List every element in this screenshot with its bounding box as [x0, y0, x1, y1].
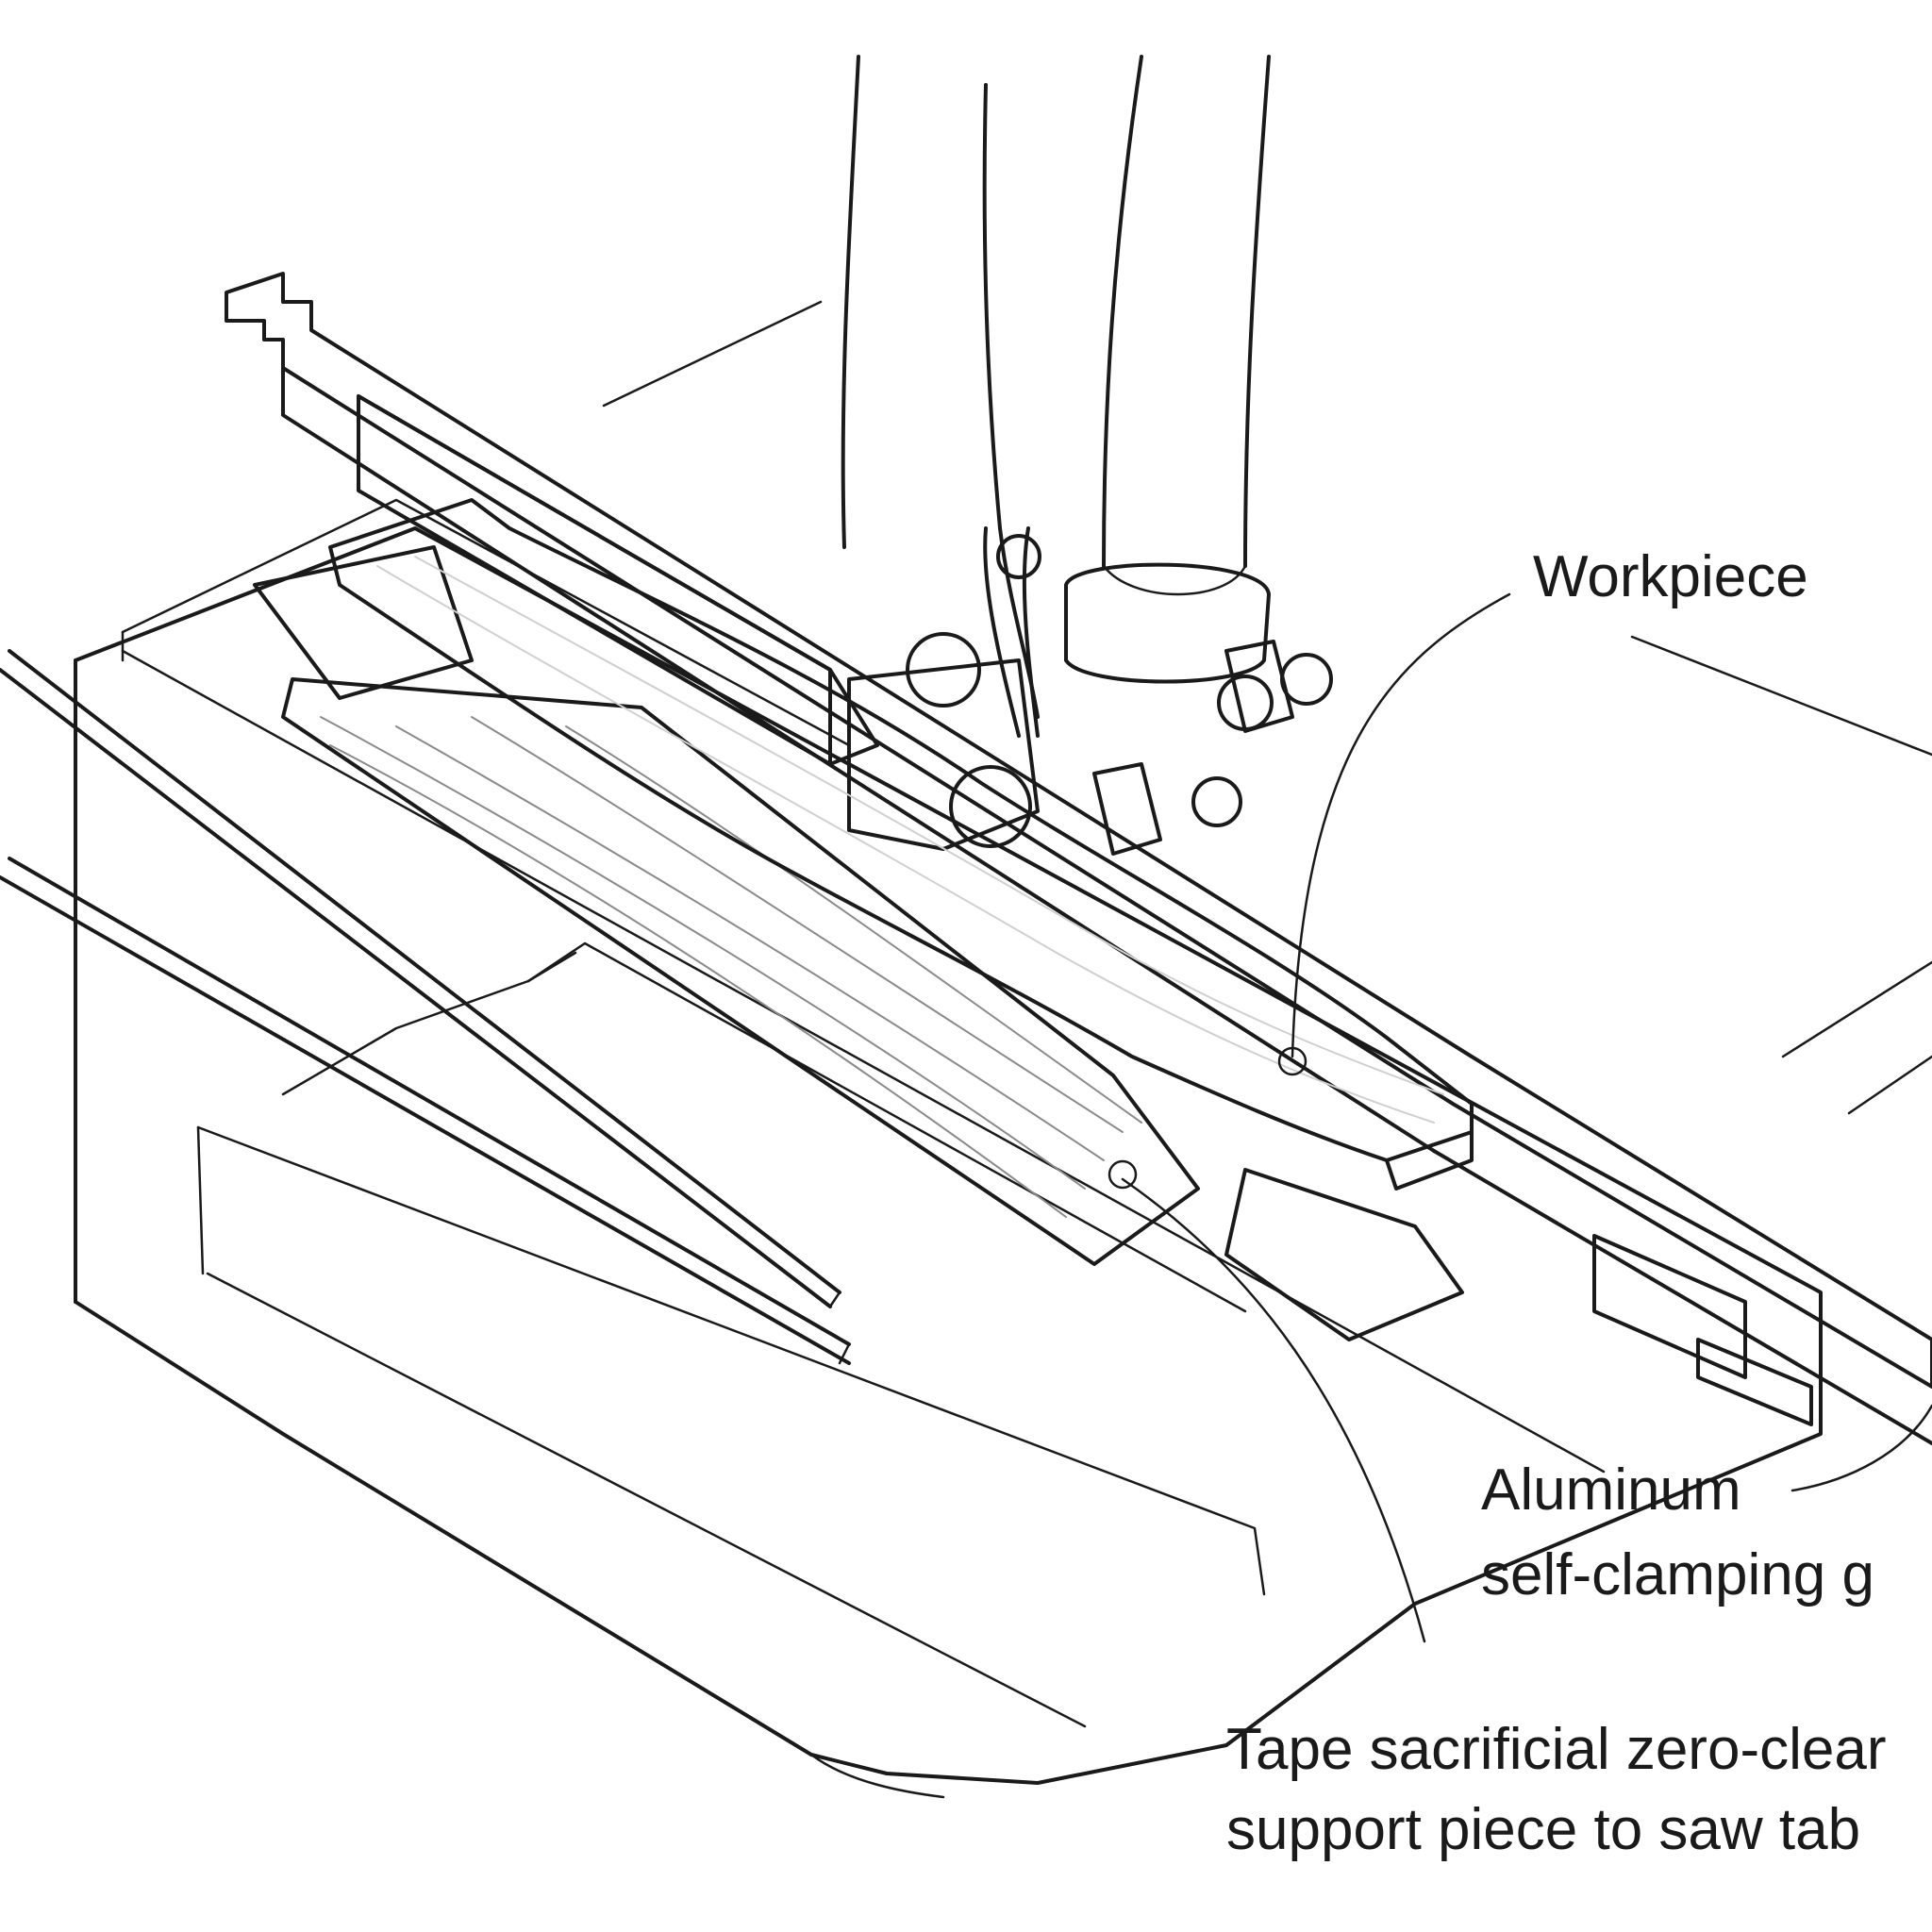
label-fence-line1: Aluminum — [1481, 1457, 1741, 1523]
blade-guard-column — [841, 55, 1271, 719]
workpiece — [328, 498, 1474, 1191]
label-fence-line2: self-clamping g — [1481, 1542, 1874, 1607]
tape-strips — [253, 545, 1464, 1341]
aluminum-fence — [225, 272, 1932, 1445]
miter-slot — [0, 649, 851, 1365]
support-leader-dot — [1108, 1159, 1138, 1190]
saw-table — [74, 526, 1823, 1799]
floor-lines — [602, 300, 1932, 1115]
workpiece-leader-dot — [1277, 1046, 1307, 1076]
leader-lines — [1108, 592, 1932, 1643]
blade-guide-assembly — [847, 534, 1333, 856]
table-insert-lines — [121, 498, 1247, 1313]
label-tape-line1: Tape sacrificial zero-clear — [1226, 1717, 1886, 1782]
saw-blade — [983, 526, 1040, 738]
label-workpiece: Workpiece — [1533, 544, 1808, 609]
label-tape-line2: support piece to saw tab — [1226, 1797, 1860, 1862]
support-piece — [281, 677, 1200, 1266]
